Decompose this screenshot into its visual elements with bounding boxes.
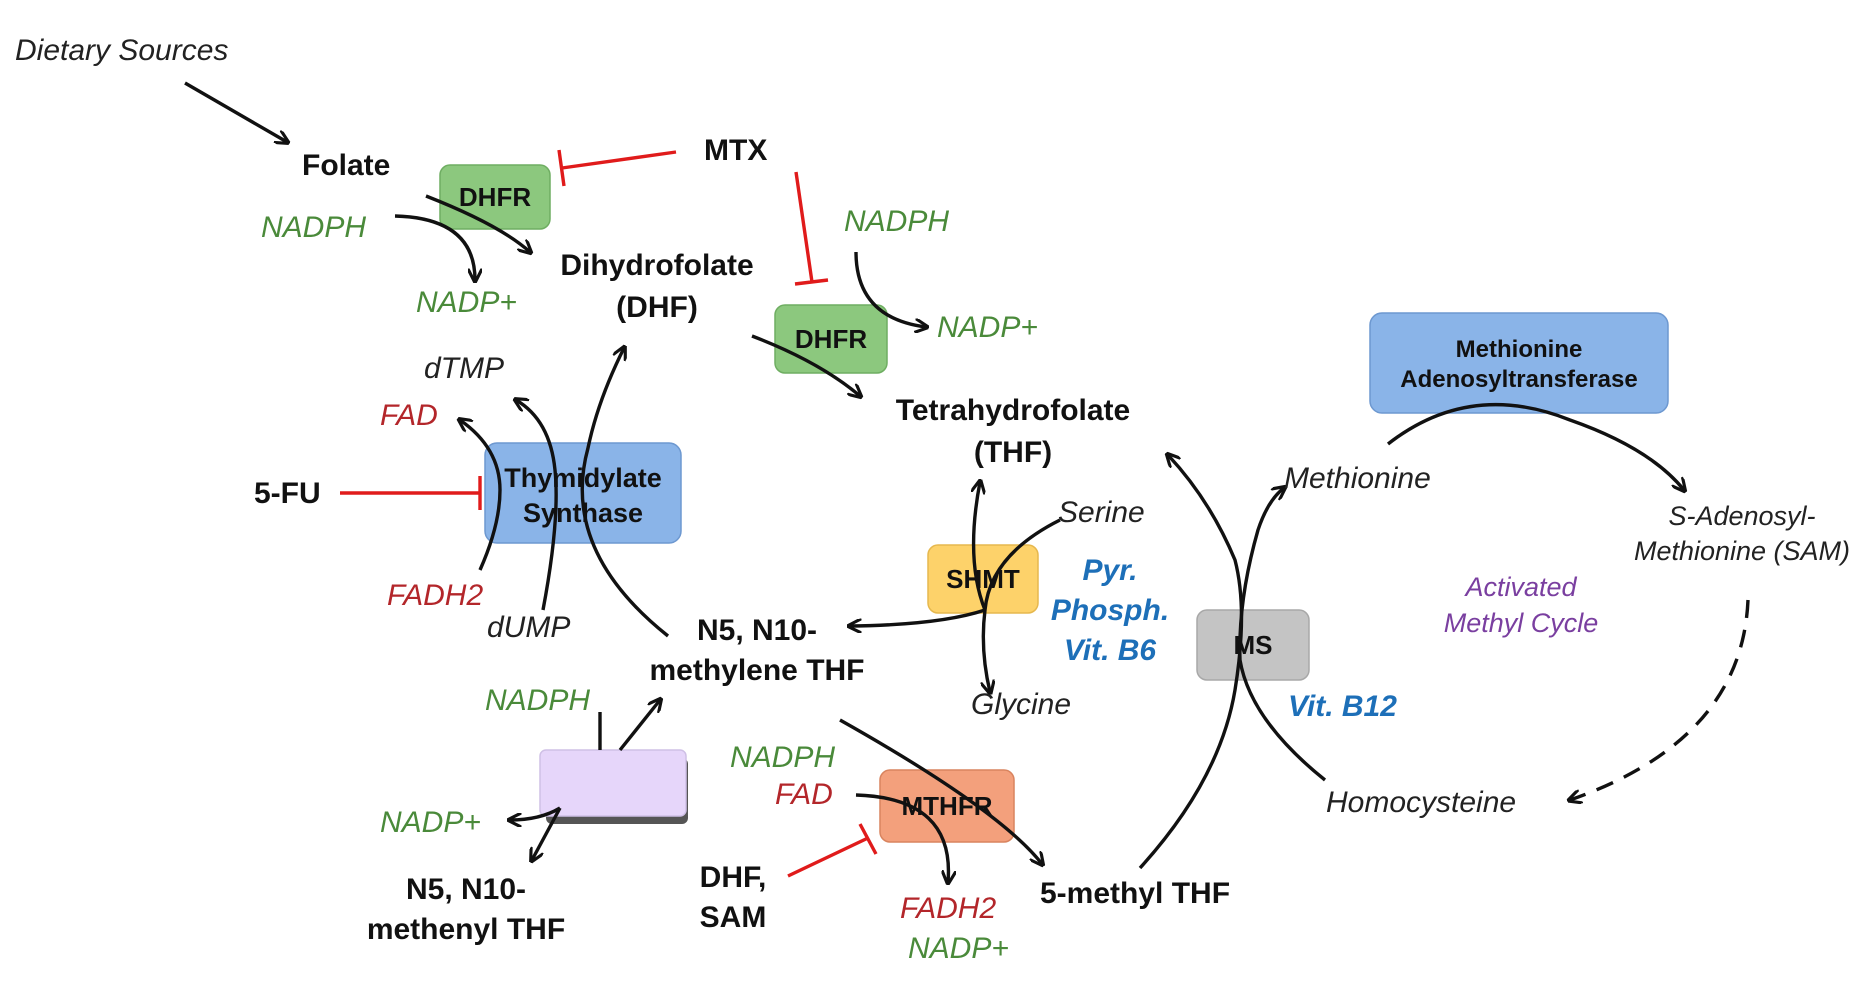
shmt-label: SHMT <box>946 564 1020 594</box>
label-nadph-3: NADPH <box>485 684 590 717</box>
arrow-methionine-to-sam <box>1386 402 1684 490</box>
inhibition-mtx-dhfr2 <box>794 171 829 286</box>
label-vit-b12: Vit. B12 <box>1288 690 1397 723</box>
label-thf-2: (THF) <box>974 436 1052 469</box>
label-fad-2: FAD <box>775 778 833 811</box>
arrow-mthfr-cofactors <box>855 793 948 882</box>
label-sam-2: Methionine (SAM) <box>1634 536 1850 566</box>
blank-enzyme-box <box>539 749 687 817</box>
label-fadh2-1: FADH2 <box>387 579 483 612</box>
ms-box <box>1196 609 1310 681</box>
label-methylene-thf-2: methylene THF <box>649 654 864 687</box>
label-glycine: Glycine <box>971 688 1071 721</box>
label-sam-1: S-Adenosyl- <box>1668 501 1815 531</box>
label-nadph-2: NADPH <box>844 205 949 238</box>
label-vit-b6-1: Pyr. <box>1082 554 1137 587</box>
arrow-folate-to-dhf <box>425 194 530 252</box>
arrow-methylene-to-methyl <box>839 718 1042 864</box>
label-dhf-1: Dihydrofolate <box>560 249 753 282</box>
label-nadp-4: NADP+ <box>908 932 1009 965</box>
label-mtx: MTX <box>704 134 767 167</box>
dhfr-label-top: DHFR <box>459 182 531 212</box>
label-nadph-1: NADPH <box>261 211 366 244</box>
arrow-sam-to-homocysteine <box>1570 599 1750 800</box>
inhibition-mtx-dhfr1 <box>557 149 677 187</box>
inhibition-5fu-ts <box>340 476 482 510</box>
arrow-dump-to-dtmp <box>516 400 558 611</box>
label-nadph-4: NADPH <box>730 741 835 774</box>
arrow-shmt-to-methylene <box>850 608 986 626</box>
label-nadp-2: NADP+ <box>937 311 1038 344</box>
label-fad-1: FAD <box>380 399 438 432</box>
dhfr-label-middle: DHFR <box>795 324 867 354</box>
arrow-dhf-to-thf <box>751 334 860 396</box>
label-dump: dUMP <box>487 611 570 644</box>
label-vit-b6-2: Phosph. <box>1051 594 1169 627</box>
arrow-nadph-to-nadp-1 <box>394 214 475 280</box>
label-dtmp: dTMP <box>424 352 504 385</box>
label-methylene-thf-1: N5, N10- <box>697 614 817 647</box>
label-nadp-1: NADP+ <box>416 286 517 319</box>
label-nadp-3: NADP+ <box>380 806 481 839</box>
arrow-blank-to-nadp <box>510 806 561 820</box>
label-vit-b6-3: Vit. B6 <box>1064 634 1157 667</box>
label-serine: Serine <box>1058 496 1145 529</box>
label-fadh2-2: FADH2 <box>900 892 996 925</box>
arrow-fadh2-to-fad <box>460 420 502 571</box>
label-dhf-sam-1: DHF, <box>700 861 767 894</box>
label-methenyl-thf-1: N5, N10- <box>406 873 526 906</box>
arrow-nadph-to-nadp-2 <box>854 251 926 327</box>
label-thf-1: Tetrahydrofolate <box>896 394 1130 427</box>
label-dietary-sources: Dietary Sources <box>15 34 228 67</box>
mat-label-1: Methionine <box>1456 336 1583 363</box>
methionine-adenosyltransferase-box <box>1369 312 1669 414</box>
mthfr-box <box>879 769 1015 843</box>
label-folate: Folate <box>302 149 390 182</box>
mat-label-2: Adenosyltransferase <box>1400 366 1637 393</box>
inhibition-dhfsam-mthfr <box>787 823 878 878</box>
arrow-homocys-to-methionine <box>1238 488 1327 782</box>
arrow-dietary-to-folate <box>184 81 287 142</box>
label-activated-cycle-2: Methyl Cycle <box>1444 608 1599 638</box>
label-homocysteine: Homocysteine <box>1326 786 1516 819</box>
label-activated-cycle-1: Activated <box>1463 572 1577 602</box>
label-dhf-sam-2: SAM <box>700 901 767 934</box>
label-methionine: Methionine <box>1284 462 1431 495</box>
arrow-shmt-to-thf <box>974 482 987 611</box>
label-5-methyl-thf: 5-methyl THF <box>1040 877 1230 910</box>
arrow-blank-to-methenyl <box>532 807 562 860</box>
arrow-methylene-to-dhf <box>580 348 670 638</box>
arrow-blank-to-methylene <box>618 700 660 752</box>
label-dhf-2: (DHF) <box>616 291 698 324</box>
label-5fu: 5-FU <box>254 477 321 510</box>
label-methenyl-thf-2: methenyl THF <box>367 913 565 946</box>
